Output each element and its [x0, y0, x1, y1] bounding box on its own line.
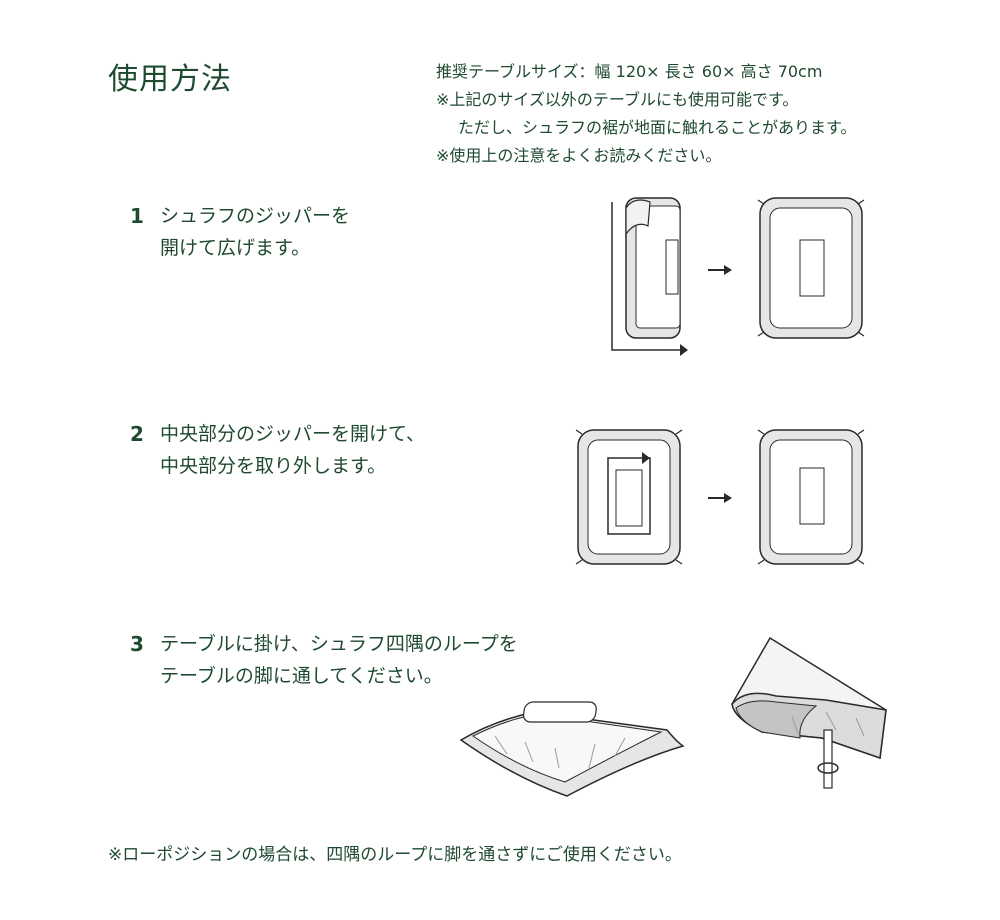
step-3-line-1: テーブルに掛け、シュラフ四隅のループを [160, 633, 518, 655]
step-3-line-2: テーブルの脚に通してください。 [160, 665, 443, 687]
usage-notes: 推奨テーブルサイズ：幅 120× 長さ 60× 高さ 70cm ※上記のサイズ以… [436, 58, 856, 170]
note-hem-touch-ground: ただし、シュラフの裾が地面に触れることがあります。 [458, 118, 857, 137]
low-position-note: ※ローポジションの場合は、四隅のループに脚を通さずにご使用ください。 [108, 845, 682, 865]
right-arrow-icon [708, 493, 732, 503]
step-2-line-1: 中央部分のジッパーを開けて、 [160, 423, 426, 445]
recommended-table-size: 推奨テーブルサイズ：幅 120× 長さ 60× 高さ 70cm [436, 62, 823, 81]
table-covered-illustration [459, 701, 685, 797]
step-1-illustration [611, 197, 865, 356]
note-read-precautions: ※使用上の注意をよくお読みください。 [436, 146, 722, 165]
step-1-text: シュラフのジッパーを 開けて広げます。 [160, 200, 350, 264]
step-1-line-1: シュラフのジッパーを [160, 205, 351, 227]
step-2-illustration [575, 429, 865, 565]
center-removed-image [757, 429, 865, 565]
right-arrow-icon [708, 265, 732, 275]
step-1-line-2: 開けて広げます。 [160, 237, 311, 259]
unfold-direction-arrowhead [680, 344, 688, 356]
step-2-text: 中央部分のジッパーを開けて、 中央部分を取り外します。 [160, 418, 425, 482]
zipper-direction-arrowhead [642, 452, 650, 464]
step-2-number: 2 [130, 422, 144, 446]
step-3-number: 3 [130, 632, 144, 656]
page-title: 使用方法 [108, 62, 232, 97]
leg-loop-illustration [731, 636, 887, 789]
step-2-line-2: 中央部分を取り外します。 [160, 455, 387, 477]
step-3-text: テーブルに掛け、シュラフ四隅のループを テーブルの脚に通してください。 [160, 628, 518, 692]
note-other-sizes: ※上記のサイズ以外のテーブルにも使用可能です。 [436, 90, 799, 109]
opened-sleeping-bag-image [757, 197, 865, 339]
folded-sleeping-bag-image [611, 197, 688, 356]
step-1-number: 1 [130, 204, 144, 228]
center-zipper-open-image [575, 429, 683, 565]
